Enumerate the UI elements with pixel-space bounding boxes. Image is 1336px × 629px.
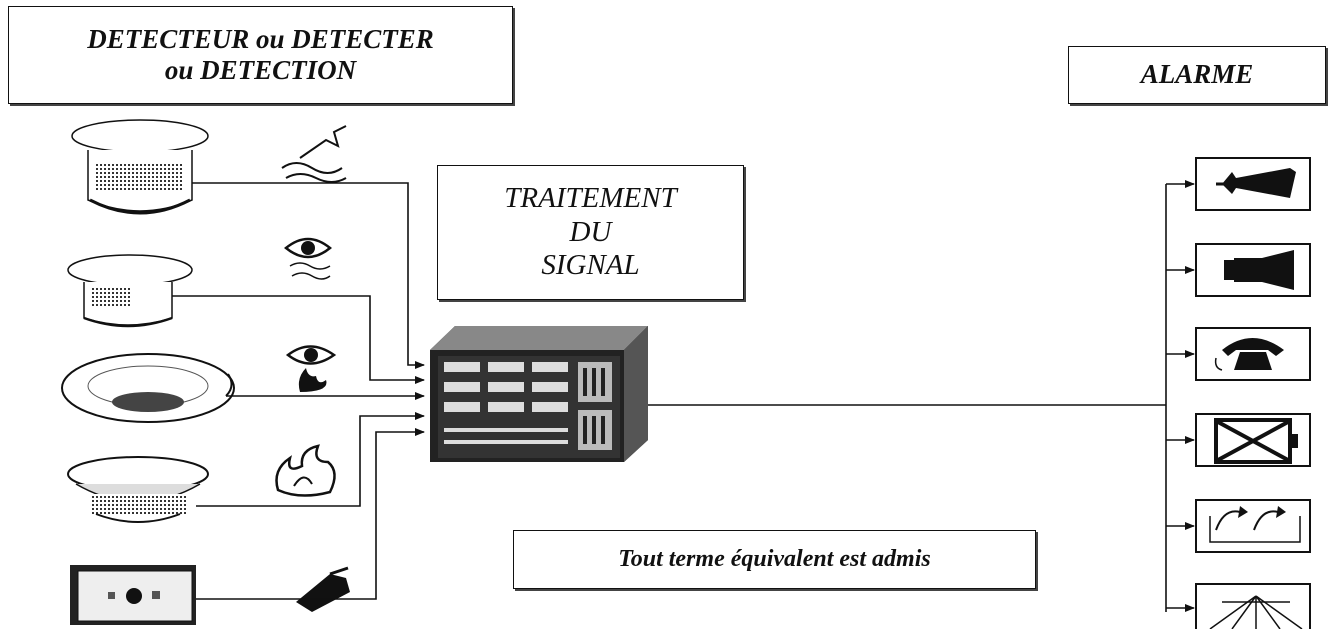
sounder-icon [1195, 243, 1311, 297]
processing-label-box: TRAITEMENT DU SIGNAL [437, 165, 744, 300]
processing-label-line3: SIGNAL [541, 249, 640, 282]
door-icon [1195, 413, 1311, 467]
detector-optical [67, 254, 193, 328]
alarm-label: ALARME [1140, 59, 1254, 90]
eye-flame-icon [285, 345, 337, 392]
smoke-icon [281, 125, 347, 183]
telephone-icon [1195, 327, 1311, 381]
hand-icon [296, 566, 350, 612]
alarm-label-box: ALARME [1068, 46, 1326, 104]
control-panel [430, 326, 648, 462]
output-bus [648, 180, 1195, 612]
processing-label-line1: TRAITEMENT [504, 182, 677, 215]
note-label: Tout terme équivalent est admis [618, 545, 931, 572]
detector-connections [172, 182, 425, 600]
processing-label-line2: DU [569, 215, 612, 248]
detection-label-line2: ou DETECTION [164, 55, 357, 85]
detector-flame [61, 353, 235, 423]
horn-icon [1195, 157, 1311, 211]
eye-smoke-icon [284, 237, 332, 280]
detector-heat [67, 456, 209, 523]
damper-icon [1195, 499, 1311, 553]
detector-manual-call-point [70, 565, 196, 625]
note-label-box: Tout terme équivalent est admis [513, 530, 1036, 589]
flame-icon [275, 444, 336, 497]
detection-label-box: DETECTEUR ou DETECTER ou DETECTION [8, 6, 513, 104]
detector-smoke [71, 119, 209, 215]
detection-label-line1: DETECTEUR ou DETECTER [87, 23, 434, 54]
sprinkler-icon [1195, 583, 1311, 629]
